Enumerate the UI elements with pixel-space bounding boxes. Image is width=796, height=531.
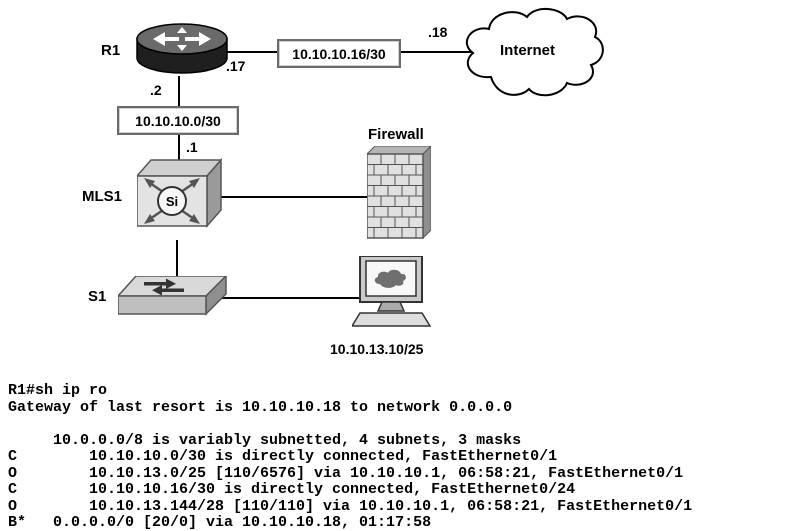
console-line: O 10.10.13.0/25 [110/6576] via 10.10.10.… bbox=[8, 464, 684, 482]
console-line: C 10.10.10.0/30 is directly connected, F… bbox=[8, 448, 558, 465]
console-line: Gateway of last resort is 10.10.10.18 to… bbox=[8, 398, 513, 416]
mls-switch-icon: Si bbox=[137, 158, 222, 228]
console-line: O 10.10.13.144/28 [110/110] via 10.10.10… bbox=[8, 497, 693, 515]
console-line: C 10.10.10.16/30 is directly connected, … bbox=[8, 481, 576, 498]
r1-wan-ip-label: .17 bbox=[226, 58, 246, 74]
mls-ip-label: .1 bbox=[186, 139, 198, 155]
pc-icon bbox=[352, 256, 432, 327]
firewall-label: Firewall bbox=[368, 126, 424, 143]
console-line: 10.0.0.0/8 is variably subnetted, 4 subn… bbox=[8, 431, 522, 449]
internet-label: Internet bbox=[500, 42, 556, 59]
switch-icon bbox=[118, 276, 228, 316]
subnet-box-lan: 10.10.10.0/30 bbox=[117, 106, 239, 135]
internet-cloud-icon bbox=[466, 8, 604, 97]
link-mls1-s1 bbox=[176, 240, 178, 278]
console-output: R1#sh ip ro Gateway of last resort is 10… bbox=[8, 382, 693, 531]
link-mls1-firewall bbox=[218, 196, 370, 198]
router-icon bbox=[136, 23, 228, 74]
r1-lan-ip-label: .2 bbox=[150, 82, 162, 98]
pc-ip-label: 10.10.13.10/25 bbox=[330, 341, 424, 357]
router-label: R1 bbox=[101, 42, 121, 59]
console-line: R1#sh ip ro bbox=[8, 382, 108, 399]
internet-ip-label: .18 bbox=[428, 24, 448, 40]
mls1-label: MLS1 bbox=[82, 188, 123, 205]
s1-label: S1 bbox=[88, 288, 107, 305]
console-line bbox=[8, 416, 692, 433]
subnet-box-wan: 10.10.10.16/30 bbox=[277, 39, 401, 68]
firewall-icon bbox=[367, 146, 431, 240]
mls-si-badge: Si bbox=[166, 194, 178, 209]
console-line: B* 0.0.0.0/0 [20/0] via 10.10.10.18, 01:… bbox=[8, 514, 432, 531]
link-s1-pc bbox=[214, 297, 360, 299]
